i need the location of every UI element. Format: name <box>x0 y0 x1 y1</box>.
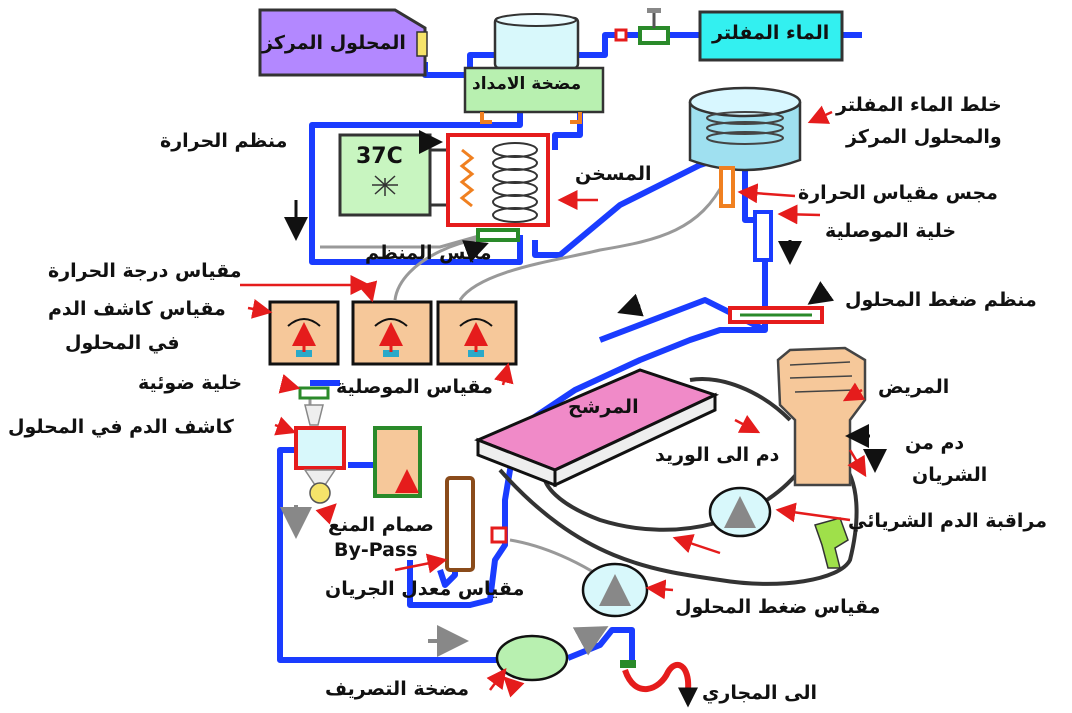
label-arterial-blood2: الشريان <box>912 464 988 486</box>
photo-cell <box>298 386 330 426</box>
arterial-monitor-gauge <box>708 486 849 569</box>
blood-detector <box>294 426 346 504</box>
label-blood-detector-meter: مقياس كاشف الدم <box>48 298 226 320</box>
label-patient: المريض <box>878 376 950 398</box>
label-drain-pump: مضخة التصريف <box>325 678 470 700</box>
label-pressure-regulator: منظم ضغط المحلول <box>845 289 1037 311</box>
label-blood-detector: كاشف الدم في المحلول <box>8 416 234 438</box>
label-conductivity-meter: مقياس الموصلية <box>336 376 493 398</box>
flow-arrows <box>284 130 887 473</box>
concentrate-container <box>258 8 428 77</box>
label-regulator-probe: مجس المنظم <box>365 242 492 264</box>
grey-flow-arrows <box>280 505 609 657</box>
label-solution-pressure-meter: مقياس ضغط المحلول <box>675 596 881 618</box>
flow-meter-tube <box>445 476 508 572</box>
label-temp-probe: مجس مقياس الحرارة <box>798 182 998 204</box>
label-arterial-monitor: مراقبة الدم الشريائي <box>848 510 1048 532</box>
label-to-drain: الى المجاري <box>702 682 818 704</box>
label-flow-meter: مقياس معدل الجريان <box>325 578 525 600</box>
conductivity-cell <box>753 210 773 262</box>
mixing-tank <box>688 86 802 208</box>
label-arterial-blood: دم من <box>905 432 965 454</box>
dialyzer-filter <box>474 368 720 488</box>
label-venous-blood: دم الى الوريد <box>655 444 780 466</box>
supply-pump <box>463 13 605 124</box>
pressure-regulator <box>728 306 824 324</box>
thermostat-unit <box>338 133 465 217</box>
label-filter: المرشح <box>568 396 639 418</box>
label-concentrate: المحلول المركز <box>262 32 406 54</box>
meter-panel <box>268 300 518 366</box>
filtered-water-container <box>698 10 844 62</box>
heater-unit <box>446 133 550 242</box>
label-bypass: By-Pass <box>334 539 418 561</box>
drain-outlet <box>620 660 698 708</box>
red-pointers <box>240 105 867 698</box>
drain-pump <box>495 634 569 682</box>
solution-pressure-gauge <box>581 562 649 618</box>
label-conductivity-cell: خلية الموصلية <box>825 220 957 242</box>
label-temp-display: 37C <box>356 144 403 169</box>
label-thermostat: منظم الحرارة <box>160 130 288 152</box>
patient-arm <box>776 346 867 487</box>
label-filtered-water: الماء المفلتر <box>712 22 830 44</box>
bypass-valve <box>373 426 422 498</box>
label-heater: المسخن <box>575 163 652 185</box>
label-photo-cell: خلية ضوئية <box>138 372 243 394</box>
label-mixing-line2: والمحلول المركز <box>846 126 1002 148</box>
label-supply-pump: مضخة الامداد <box>472 74 582 94</box>
water-valve <box>614 8 670 45</box>
label-mixing-line1: خلط الماء المفلتر <box>836 94 1002 116</box>
label-bypass-valve: صمام المنع <box>328 514 434 536</box>
label-temp-meter: مقياس درجة الحرارة <box>48 260 242 282</box>
label-blood-detector-meter2: في المحلول <box>65 332 180 354</box>
